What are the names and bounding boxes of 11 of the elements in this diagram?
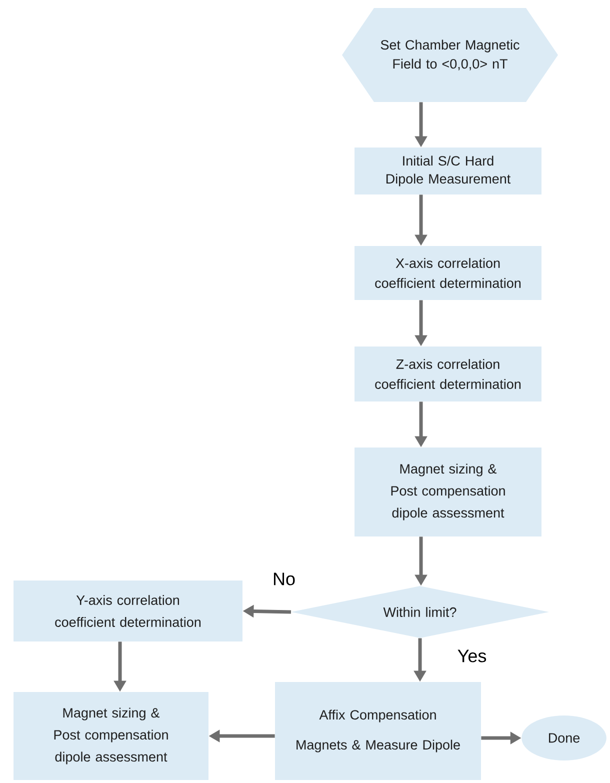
process-box: Magnet sizing & Post compensation dipole assessment (354, 448, 542, 536)
process-box: Initial S/C Hard Dipole Measurement (354, 148, 542, 194)
edge-label: Yes (458, 650, 486, 662)
process-box: Affix Compensation Magnets & Measure Dipole (275, 682, 481, 780)
process-box: Y-axis correlation coefficient determination (14, 580, 242, 642)
process-box: X-axis correlation coefficient determination (354, 246, 542, 300)
end-oval: Done (522, 716, 606, 760)
edge-label: No (274, 572, 295, 586)
process-box: Magnet sizing & Post compensation dipole assessment (14, 692, 208, 780)
process-box: Z-axis correlation coefficient determination (354, 346, 542, 402)
start-hexagon: Set Chamber Magnetic Field to <0,0,0> nT (342, 8, 558, 102)
